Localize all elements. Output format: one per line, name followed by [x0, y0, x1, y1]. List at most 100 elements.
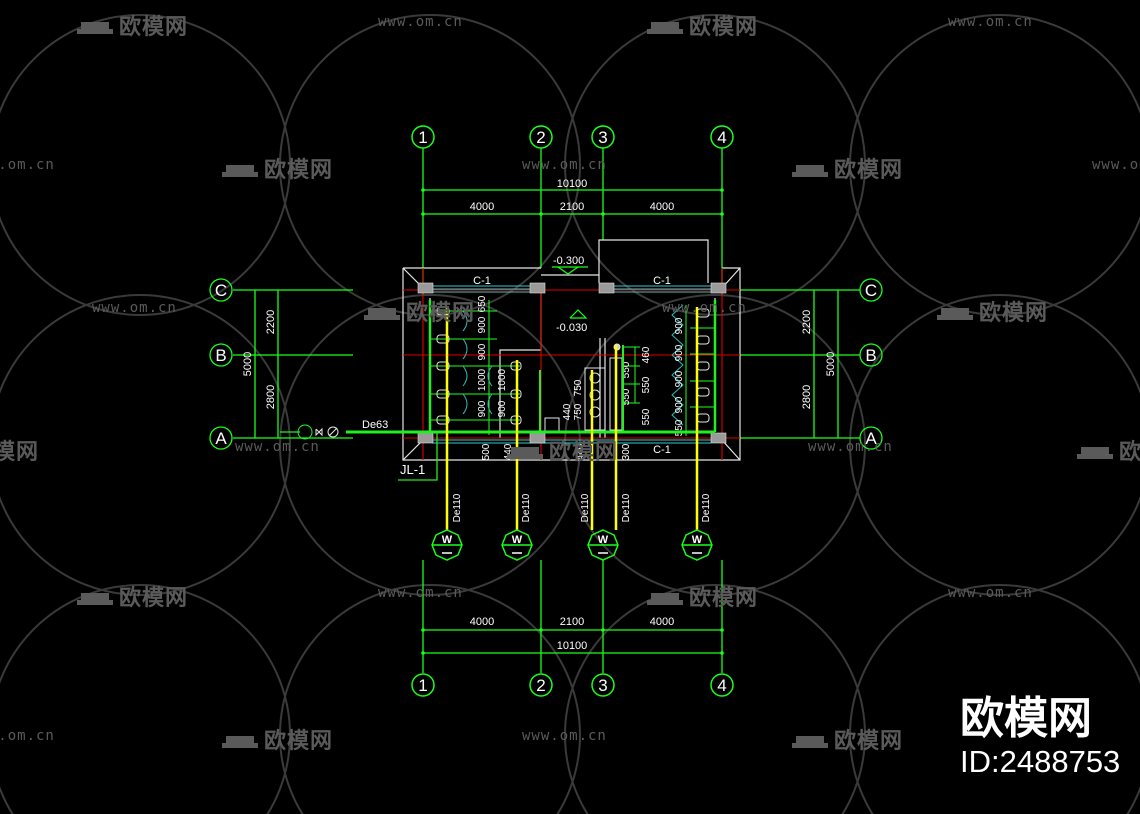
watermark-brand: 欧模网	[1075, 434, 1140, 466]
dim-center-right-2: 550	[621, 361, 632, 378]
watermark-brand: 欧模网	[75, 9, 188, 41]
watermark-brand: 欧模网	[0, 440, 40, 465]
axis-label-B-right: B	[865, 346, 876, 365]
building-walls	[402, 239, 741, 461]
dim-left-seg-2: 2800	[265, 385, 277, 409]
brand-stamp-name: 欧模网	[960, 693, 1092, 744]
sofa-logo-icon	[647, 593, 683, 605]
drain-label-5: De110	[701, 493, 712, 522]
manhole-label-2: W	[512, 534, 523, 546]
dim-right-seg-1: 2200	[801, 310, 813, 334]
axis-bubbles-top	[411, 125, 734, 697]
window-label-top-left: C-1	[473, 275, 491, 287]
watermark-url: www.om.cn	[522, 728, 607, 744]
dim-top-seg-1: 4000	[470, 201, 494, 213]
right-toilet-stalls	[671, 304, 715, 436]
axis-label-C-left: C	[215, 281, 227, 300]
axis-label-1-top: 1	[418, 128, 427, 147]
grid-axes-horizontal	[209, 278, 883, 450]
sofa-logo-icon	[937, 308, 973, 320]
axis-label-A-right: A	[865, 429, 877, 448]
drain-pipes	[445, 307, 699, 530]
window-label-bottom-right: C-1	[653, 444, 671, 456]
watermark-brand: 欧模网	[790, 723, 903, 755]
axis-label-1-bottom: 1	[418, 676, 427, 695]
dim-top-total: 10100	[557, 178, 588, 190]
manholes	[431, 529, 713, 561]
watermark-url: www.om.cn	[522, 157, 607, 173]
drain-label-4: De110	[621, 493, 632, 522]
watermark-brand: 欧模网	[935, 295, 1048, 327]
dim-center-3: 750	[573, 379, 584, 396]
sofa-logo-icon	[77, 593, 113, 605]
sofa-logo-icon	[647, 22, 683, 34]
dim-left-inner-1: 1000	[497, 368, 508, 391]
dim-left-inner-2: 900	[497, 400, 508, 417]
dim-right-seg-2: 2800	[801, 385, 813, 409]
riser-label: JL-1	[400, 462, 425, 477]
dim-center-bottom-1: 440	[575, 443, 586, 460]
supply-pipe-label: De63	[362, 419, 388, 431]
elevation-outside: -0.300	[553, 255, 584, 267]
left-toilet-stalls	[430, 300, 522, 435]
dim-left-stall-4: 1000	[477, 368, 488, 391]
dim-center-2: 750	[573, 403, 584, 420]
dim-left-bottom-1: 500	[481, 443, 492, 460]
watermark-url: www.om.cn	[948, 585, 1033, 601]
axis-label-A-left: A	[215, 429, 227, 448]
watermark-brand: 欧模网	[790, 152, 903, 184]
water-supply-pipes	[280, 300, 717, 481]
dim-center-bottom-2: 300	[621, 443, 632, 460]
sofa-logo-icon	[77, 22, 113, 34]
watermark-url: www.om.cn	[235, 439, 320, 455]
dim-center-1: 440	[562, 403, 573, 420]
dim-bottom-total: 10100	[557, 640, 588, 652]
dim-left-stall-1: 650	[477, 295, 488, 312]
sofa-logo-icon	[792, 165, 828, 177]
sofa-logo-icon	[1077, 447, 1113, 459]
elevation-inside: -0.030	[556, 322, 587, 334]
elevation-markers	[552, 266, 588, 319]
axis-label-3-top: 3	[598, 128, 607, 147]
dim-right-stall-2: 900	[674, 344, 685, 361]
watermark-brand: 欧模网	[220, 723, 333, 755]
watermark-url: www.om.cn	[92, 300, 177, 316]
drain-label-2: De110	[521, 493, 532, 522]
watermark-url: www.om.cn	[378, 585, 463, 601]
watermark-brand: 欧模网	[505, 434, 618, 466]
dim-left-stall-5: 900	[477, 400, 488, 417]
watermark-url: www.om.cn	[0, 728, 55, 744]
manhole-label-1: W	[442, 534, 453, 546]
watermark-url: www.om.cn	[948, 14, 1033, 30]
sofa-logo-icon	[222, 165, 258, 177]
watermark-brand: 欧模网	[362, 295, 475, 327]
dim-center-right-1: 460	[641, 346, 652, 363]
watermark-url: www.om.cn	[1092, 157, 1140, 173]
window-label-top-right: C-1	[653, 275, 671, 287]
dim-left-total: 5000	[242, 352, 254, 376]
axis-label-2-top: 2	[536, 128, 545, 147]
sofa-logo-icon	[222, 736, 258, 748]
watermark-brand: 欧模网	[75, 580, 188, 612]
columns	[417, 282, 727, 444]
watermark-url: www.om.cn	[378, 14, 463, 30]
dim-center-right-4: 550	[641, 376, 652, 393]
brand-stamp-id: ID:2488753	[960, 744, 1121, 779]
manhole-label-3: W	[598, 534, 609, 546]
drain-label-1: De110	[452, 493, 463, 522]
axis-label-3-bottom: 3	[598, 676, 607, 695]
axis-label-C-right: C	[865, 281, 877, 300]
windows	[432, 285, 711, 444]
dim-top-seg-3: 4000	[650, 201, 674, 213]
sofa-logo-icon	[792, 736, 828, 748]
dim-left-bottom-2: 440	[503, 443, 514, 460]
dim-right-stall-4: 900	[674, 396, 685, 413]
dim-left-stall-3: 900	[477, 343, 488, 360]
dim-left-seg-1: 2200	[265, 310, 277, 334]
watermark-url: www.om.cn	[662, 300, 747, 316]
axis-label-B-left: B	[215, 346, 226, 365]
dim-right-stall-5: 550	[674, 419, 685, 436]
watermark-brand: 欧模网	[645, 9, 758, 41]
manhole-label-4: W	[692, 534, 703, 546]
